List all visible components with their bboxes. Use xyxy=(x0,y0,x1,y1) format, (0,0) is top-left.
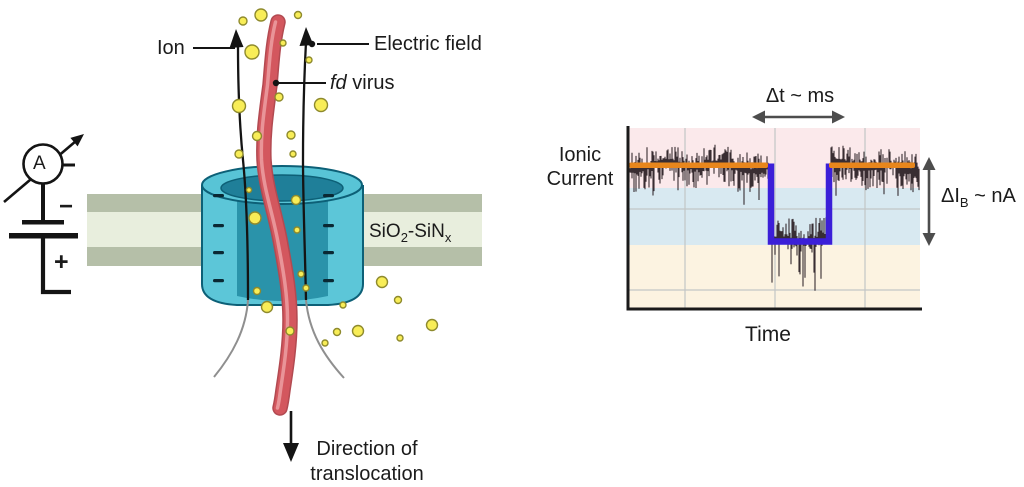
ion-dot xyxy=(231,98,247,114)
ion-dot xyxy=(297,270,305,278)
ammeter-circle xyxy=(22,143,64,185)
blockade-label-base: ΔI xyxy=(941,185,960,207)
battery-minus-label: − xyxy=(59,193,74,220)
blockade-depth-label: ΔIB ~ nA xyxy=(941,185,1016,211)
membrane-formula-sub1: 2 xyxy=(400,229,408,245)
ammeter-label: A xyxy=(33,153,46,174)
ammeter-arrow-head xyxy=(70,134,84,147)
ion-dot xyxy=(375,275,389,289)
dwell-time-label: Δt ~ ms xyxy=(765,85,835,107)
minus-charge xyxy=(213,194,224,198)
ion-dot xyxy=(245,186,253,194)
ion-dot xyxy=(244,44,260,60)
chart-x-axis-label: Time xyxy=(745,323,791,346)
ion-dot xyxy=(260,300,274,314)
ion-dot xyxy=(290,194,302,206)
membrane-formula-base1: SiO xyxy=(369,221,401,242)
wire-bottom xyxy=(40,238,71,295)
field-arrow-head-right xyxy=(299,27,314,46)
electric-field-label: Electric field xyxy=(374,33,482,55)
flare-line-left xyxy=(213,299,249,378)
minus-charge xyxy=(323,224,334,228)
minus-charge xyxy=(323,251,334,255)
pore-surface-charges xyxy=(213,194,334,283)
flare-line-right xyxy=(305,299,345,379)
ion-dot xyxy=(305,56,313,64)
ion-dot xyxy=(313,97,329,113)
ion-dot xyxy=(234,149,244,159)
ion-dot xyxy=(293,10,303,20)
battery-plus-label: + xyxy=(54,248,69,276)
ion-dot xyxy=(393,295,403,305)
translocation-arrow-head xyxy=(283,443,299,462)
virus-body xyxy=(257,15,297,415)
ion-dot xyxy=(351,324,365,338)
virus-label-rest: virus xyxy=(346,72,395,94)
membrane-formula-sub2: x xyxy=(444,229,452,245)
membrane-formula-base2: -SiN xyxy=(407,221,445,242)
ion-dot xyxy=(285,326,295,336)
baseline-fit-left xyxy=(629,162,768,168)
ion-dot xyxy=(425,318,439,332)
virus-label-italic: fd xyxy=(330,72,347,94)
virus-highlight xyxy=(259,20,290,410)
blockade-pulse-fit xyxy=(767,163,833,245)
ion-dot xyxy=(252,286,262,296)
ion-dot xyxy=(293,226,301,234)
ion-label: Ion xyxy=(157,37,185,59)
ion-dot xyxy=(274,92,284,102)
ion-dot xyxy=(396,334,404,342)
virus-leader-dot xyxy=(272,79,280,87)
blockade-depth-arrow xyxy=(922,157,936,246)
chart-y-axis-label: Ionic Current xyxy=(521,143,639,191)
gridlines xyxy=(628,128,920,309)
ion-dot xyxy=(248,211,262,225)
y-axis-label-line1: Ionic xyxy=(558,144,602,166)
field-arrow-head-left xyxy=(229,29,244,48)
ion-dot xyxy=(254,8,268,22)
ion-dot xyxy=(279,39,287,47)
baseline-fit-right xyxy=(829,162,915,168)
ion-dots xyxy=(231,8,439,347)
electric-field-leader-dot xyxy=(308,40,316,48)
ion-dot xyxy=(289,150,297,158)
band-baseline-zero xyxy=(628,245,920,309)
virus-filament xyxy=(256,14,298,416)
circuit xyxy=(3,134,84,295)
ion-dot xyxy=(251,130,263,142)
ion-dot xyxy=(332,327,342,337)
current-trace-chart xyxy=(626,110,936,311)
dwell-time-arrow xyxy=(752,110,845,124)
direction-label-line1: Direction of xyxy=(316,438,418,460)
battery-long-plate xyxy=(9,233,78,239)
virus-label: fd virus xyxy=(330,72,394,95)
field-line-left xyxy=(236,45,250,301)
ion-dot xyxy=(238,16,248,26)
direction-label-line2: translocation xyxy=(310,463,424,485)
blockade-label-rest: ~ nA xyxy=(968,185,1016,207)
direction-label: Direction of translocation xyxy=(296,437,438,487)
leader-lines xyxy=(193,40,369,87)
translocation-arrow xyxy=(283,411,299,462)
field-lines xyxy=(213,27,345,379)
membrane-label: SiO2-SiNx xyxy=(369,221,451,246)
minus-charge xyxy=(323,279,334,283)
battery-short-plate xyxy=(22,220,64,225)
field-line-right xyxy=(301,41,308,301)
ion-dot xyxy=(286,130,296,140)
y-axis-label-line2: Current xyxy=(546,168,614,190)
ion-dot xyxy=(339,301,347,309)
minus-charge xyxy=(213,251,224,255)
blockade-label-sub: B xyxy=(959,195,969,210)
minus-charge xyxy=(213,279,224,283)
ion-dot xyxy=(302,284,310,292)
ion-dot xyxy=(321,339,329,347)
minus-charge xyxy=(213,224,224,228)
nanopore-cavity xyxy=(220,174,344,202)
minus-charge xyxy=(323,194,334,198)
